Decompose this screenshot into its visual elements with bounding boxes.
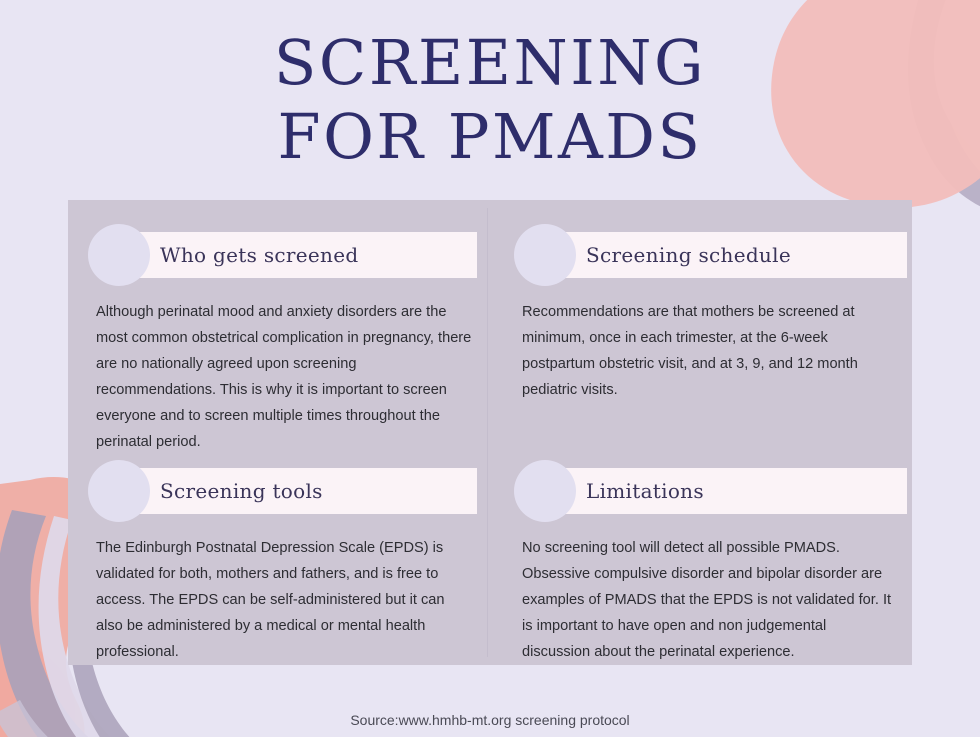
section-heading: Screening schedule: [586, 243, 791, 267]
banner-circle-icon: [88, 460, 150, 522]
banner-screening-tools: Screening tools: [68, 460, 487, 522]
left-column: Who gets screened Although perinatal moo…: [68, 200, 487, 665]
banner-limitations: Limitations: [488, 460, 907, 522]
page-title-line-1: SCREENING: [273, 26, 707, 99]
section-who-gets-screened: Who gets screened Although perinatal moo…: [68, 224, 487, 455]
banner-screening-schedule: Screening schedule: [488, 224, 907, 286]
banner-circle-icon: [514, 224, 576, 286]
banner-ribbon-shape: [113, 232, 477, 278]
banner-ribbon-shape: [539, 232, 907, 278]
column-divider: [487, 208, 488, 657]
section-body-text: The Edinburgh Postnatal Depression Scale…: [96, 540, 445, 660]
section-body-text: Recommendations are that mothers be scre…: [522, 304, 858, 398]
section-body-text: No screening tool will detect all possib…: [522, 540, 892, 660]
page-title-line-2: FOR PMADS: [277, 100, 703, 173]
section-heading: Limitations: [586, 479, 704, 503]
source-footer: Source:www.hmhb-mt.org screening protoco…: [350, 712, 630, 728]
section-heading: Screening tools: [160, 479, 323, 503]
content-panel: Who gets screened Although perinatal moo…: [68, 200, 912, 665]
right-column: Screening schedule Recommendations are t…: [488, 200, 907, 665]
section-screening-tools: Screening tools The Edinburgh Postnatal …: [68, 460, 487, 665]
section-limitations: Limitations No screening tool will detec…: [488, 460, 907, 665]
banner-ribbon-shape: [113, 468, 477, 514]
section-screening-schedule: Screening schedule Recommendations are t…: [488, 224, 907, 403]
banner-circle-icon: [88, 224, 150, 286]
banner-ribbon-shape: [539, 468, 907, 514]
banner-circle-icon: [514, 460, 576, 522]
section-body-text: Although perinatal mood and anxiety diso…: [96, 304, 472, 450]
banner-who-gets-screened: Who gets screened: [68, 224, 487, 286]
section-heading: Who gets screened: [160, 243, 359, 267]
page-title: SCREENING FOR PMADS: [0, 26, 980, 174]
